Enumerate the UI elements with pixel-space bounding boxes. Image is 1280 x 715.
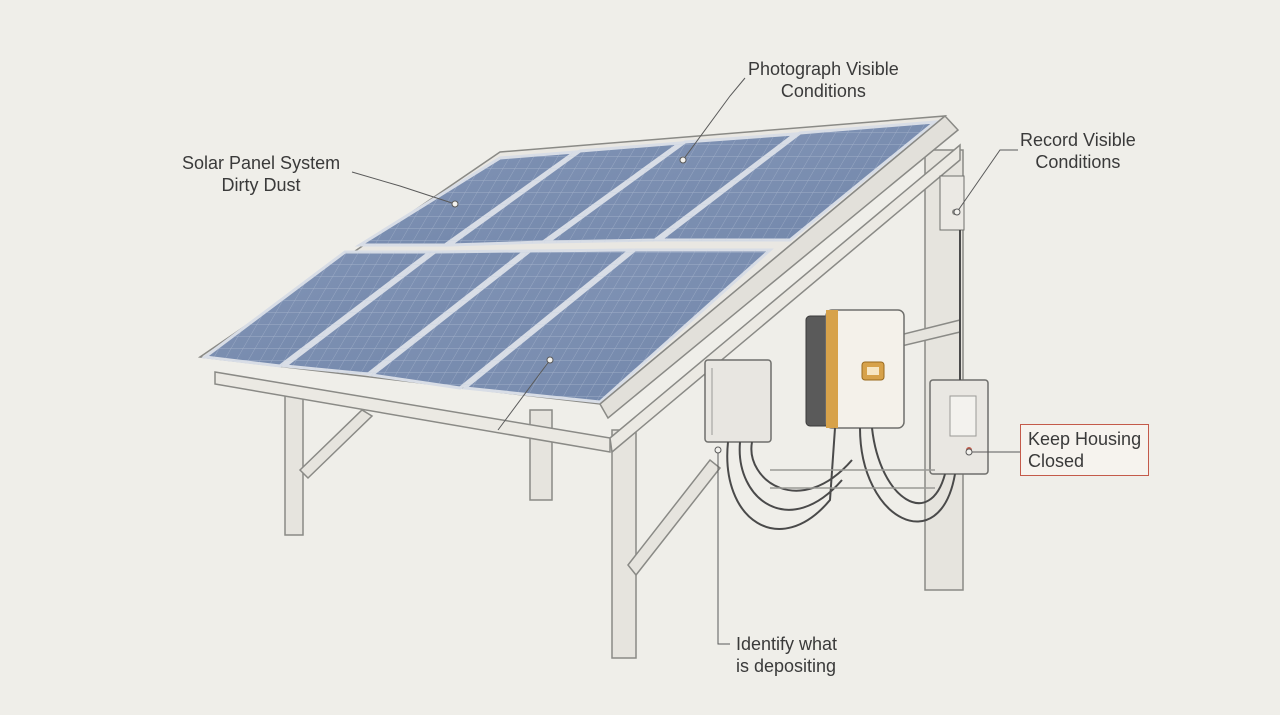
label-photograph-visible-conditions: Photograph Visible Conditions bbox=[748, 58, 899, 102]
label-line: Closed bbox=[1028, 451, 1085, 471]
wiring bbox=[726, 230, 961, 530]
leader-lines bbox=[351, 77, 1020, 645]
label-line: Photograph Visible bbox=[748, 59, 899, 79]
disconnect-switch bbox=[939, 175, 965, 231]
label-record-visible-conditions: Record Visible Conditions bbox=[1020, 129, 1136, 173]
label-line: Solar Panel System bbox=[182, 153, 341, 173]
label-line: Dirty Dust bbox=[221, 175, 301, 195]
inverter bbox=[805, 309, 905, 429]
label-solar-panel-system: Solar Panel System Dirty Dust bbox=[182, 152, 340, 196]
label-line: Conditions bbox=[1035, 152, 1121, 172]
junction-box bbox=[704, 359, 772, 443]
label-identify-depositing: Identify what is depositing bbox=[736, 633, 837, 677]
solar-panel-array bbox=[197, 114, 960, 420]
label-line: is depositing bbox=[736, 656, 837, 676]
label-line: Conditions bbox=[780, 81, 866, 101]
label-keep-housing-closed: Keep Housing Closed bbox=[1020, 424, 1150, 476]
label-line: Keep Housing bbox=[1028, 429, 1142, 449]
label-line: Record Visible bbox=[1020, 130, 1136, 150]
meter-box bbox=[929, 379, 989, 475]
label-line: Identify what bbox=[736, 634, 838, 654]
